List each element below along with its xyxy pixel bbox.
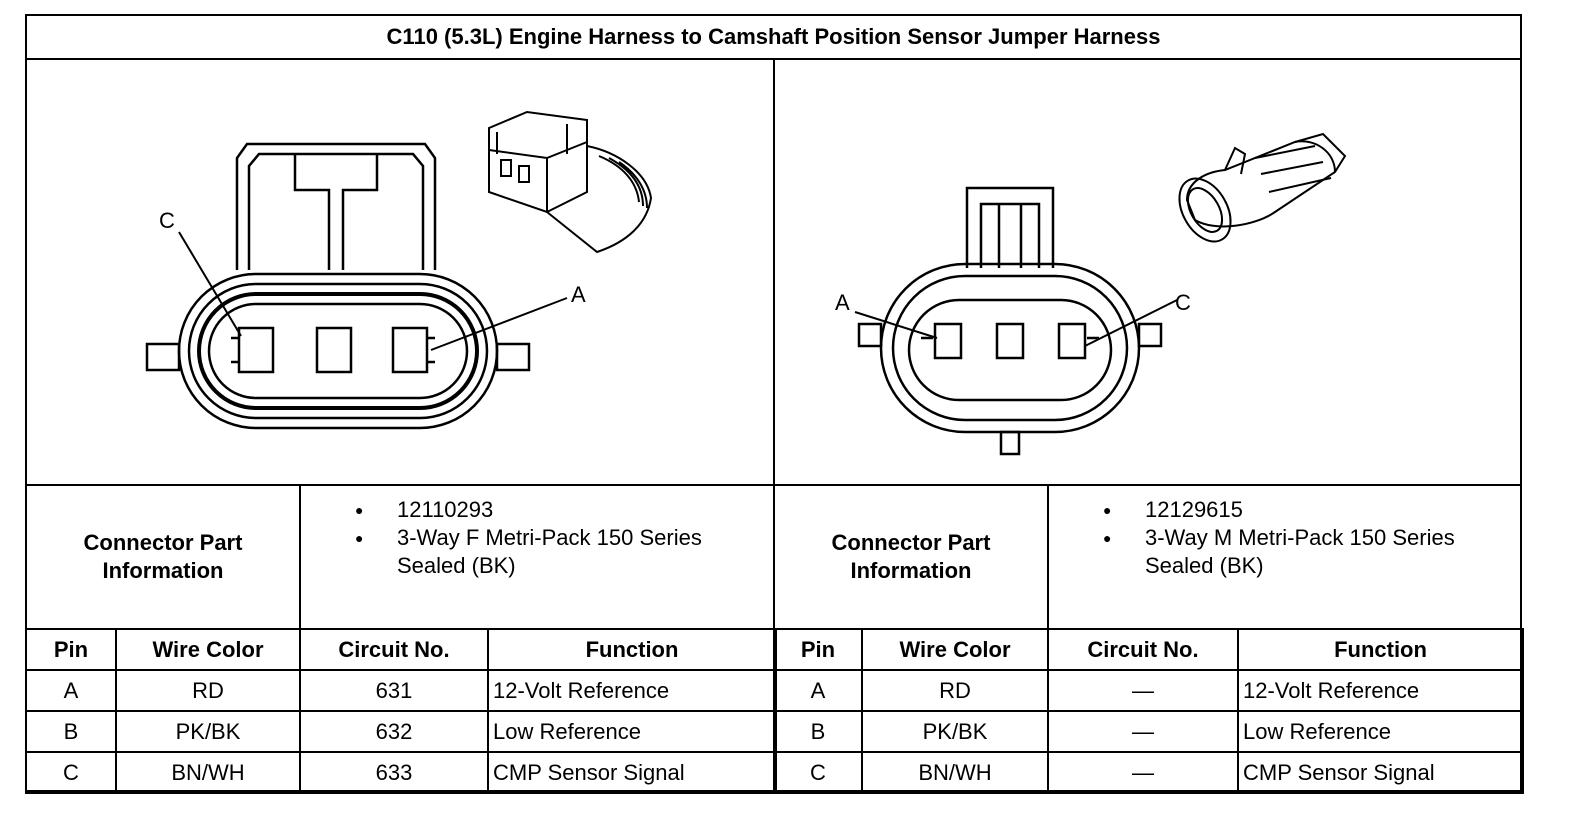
function-cell: 12-Volt Reference — [487, 669, 777, 712]
header-wire-color: Wire Color — [861, 628, 1049, 671]
page-title: C110 (5.3L) Engine Harness to Camshaft P… — [27, 16, 1520, 60]
function-cell: Low Reference — [487, 710, 777, 753]
function-cell: Low Reference — [1237, 710, 1524, 753]
left-cpi-line1: Connector Part — [83, 530, 243, 555]
left-connector-diagram: C A — [27, 62, 773, 486]
table-row: A RD 631 12-Volt Reference — [25, 669, 777, 712]
header-pin: Pin — [773, 628, 863, 671]
left-pin-leaders — [178, 231, 568, 351]
pin-cell: B — [773, 710, 863, 753]
pin-cell: C — [25, 751, 117, 794]
right-part-description: 3-Way M Metri-Pack 150 Series Sealed (BK… — [1093, 524, 1513, 580]
wire-color-cell: RD — [115, 669, 301, 712]
table-row: C BN/WH — CMP Sensor Signal — [773, 751, 1524, 794]
center-divider — [773, 60, 775, 792]
table-row: A RD — 12-Volt Reference — [773, 669, 1524, 712]
header-wire-color: Wire Color — [115, 628, 301, 671]
circuit-cell: 632 — [299, 710, 489, 753]
function-cell: CMP Sensor Signal — [487, 751, 777, 794]
left-connector-3d-icon — [488, 110, 653, 254]
header-circuit-no: Circuit No. — [1047, 628, 1239, 671]
right-pin-table: Pin Wire Color Circuit No. Function A RD… — [773, 628, 1524, 794]
connector-table-frame: C110 (5.3L) Engine Harness to Camshaft P… — [25, 14, 1524, 794]
right-pin-label-c: C — [1175, 290, 1191, 315]
circuit-cell: 631 — [299, 669, 489, 712]
right-connector-face — [857, 186, 1163, 456]
right-cpi-line2: Information — [850, 558, 972, 583]
wire-color-cell: PK/BK — [861, 710, 1049, 753]
right-part-number: 12129615 — [1093, 496, 1513, 524]
left-table-header: Pin Wire Color Circuit No. Function — [25, 628, 777, 671]
left-part-description: 3-Way F Metri-Pack 150 Series Sealed (BK… — [345, 524, 765, 580]
function-cell: CMP Sensor Signal — [1237, 751, 1524, 794]
left-cpi-line2: Information — [102, 558, 224, 583]
wire-color-cell: RD — [861, 669, 1049, 712]
header-function: Function — [487, 628, 777, 671]
left-part-info: 12110293 3-Way F Metri-Pack 150 Series S… — [345, 496, 765, 580]
right-connector-3d-icon — [1178, 132, 1347, 243]
header-circuit-no: Circuit No. — [299, 628, 489, 671]
circuit-cell: — — [1047, 751, 1239, 794]
table-row: C BN/WH 633 CMP Sensor Signal — [25, 751, 777, 794]
pin-cell: B — [25, 710, 117, 753]
left-pin-table: Pin Wire Color Circuit No. Function A RD… — [25, 628, 777, 794]
diagram-divider — [27, 484, 1520, 486]
right-pin-leaders — [854, 299, 1178, 347]
table-row: B PK/BK 632 Low Reference — [25, 710, 777, 753]
function-cell: 12-Volt Reference — [1237, 669, 1524, 712]
header-function: Function — [1237, 628, 1524, 671]
circuit-cell: — — [1047, 669, 1239, 712]
wire-color-cell: BN/WH — [861, 751, 1049, 794]
pin-cell: C — [773, 751, 863, 794]
right-table-header: Pin Wire Color Circuit No. Function — [773, 628, 1524, 671]
wire-color-cell: PK/BK — [115, 710, 301, 753]
right-connector-diagram: A C — [775, 62, 1522, 486]
wire-color-cell: BN/WH — [115, 751, 301, 794]
left-info-divider — [299, 486, 301, 628]
circuit-cell: — — [1047, 710, 1239, 753]
table-row: B PK/BK — Low Reference — [773, 710, 1524, 753]
left-pin-label-c: C — [159, 208, 175, 233]
header-pin: Pin — [25, 628, 117, 671]
circuit-cell: 633 — [299, 751, 489, 794]
left-connector-face — [145, 142, 531, 430]
left-part-number: 12110293 — [345, 496, 765, 524]
pin-cell: A — [773, 669, 863, 712]
right-pin-label-a: A — [835, 290, 850, 315]
pin-cell: A — [25, 669, 117, 712]
right-info-divider — [1047, 486, 1049, 628]
left-pin-label-a: A — [571, 282, 586, 307]
right-part-info: 12129615 3-Way M Metri-Pack 150 Series S… — [1093, 496, 1513, 580]
right-cpi-line1: Connector Part — [831, 530, 991, 555]
